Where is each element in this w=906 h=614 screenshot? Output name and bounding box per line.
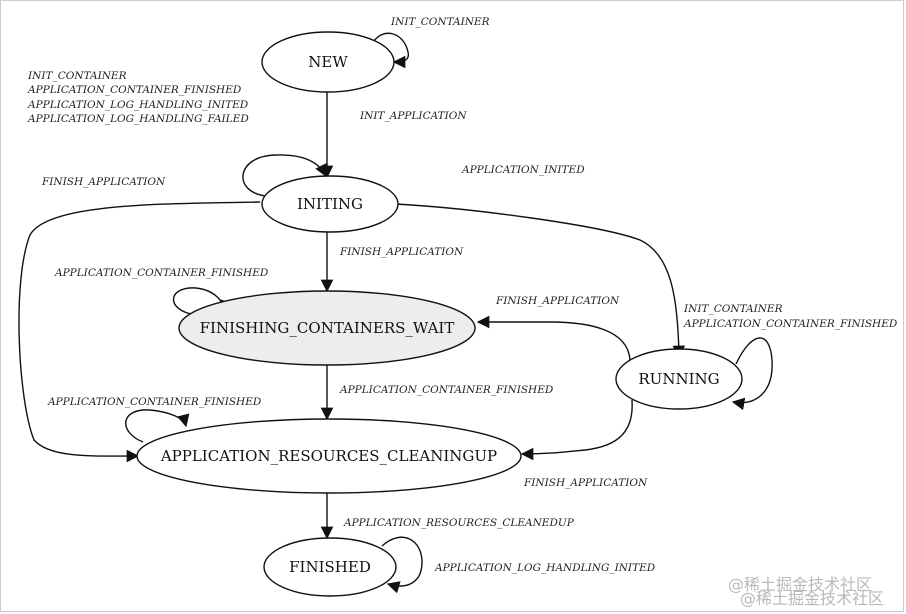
edge-finished-self <box>381 536 423 594</box>
label-initing-self-1: INIT_CONTAINER <box>27 70 127 82</box>
edge-running-to-cleanup <box>520 399 633 461</box>
label-running-to-fcw: FINISH_APPLICATION <box>495 295 620 307</box>
label-initing-to-cleanup: FINISH_APPLICATION <box>41 176 166 188</box>
label-initing-self: INIT_CONTAINER APPLICATION_CONTAINER_FIN… <box>27 70 249 125</box>
state-finished: FINISHED <box>263 537 397 597</box>
label-finished-self: APPLICATION_LOG_HANDLING_INITED <box>434 562 656 574</box>
watermark-text: @稀土掘金技术社区 <box>728 575 872 594</box>
state-running: RUNNING <box>615 348 743 410</box>
label-cleanup-self: APPLICATION_CONTAINER_FINISHED <box>47 396 262 408</box>
state-cleanup-label: APPLICATION_RESOURCES_CLEANINGUP <box>160 447 497 465</box>
state-application-resources-cleaningup: APPLICATION_RESOURCES_CLEANINGUP <box>136 418 522 494</box>
label-initing-to-fcw: FINISH_APPLICATION <box>339 246 464 258</box>
state-running-label: RUNNING <box>638 370 719 388</box>
watermark-text-shadow: @稀土掘金技术社区 <box>740 589 884 608</box>
edge-running-self <box>731 337 773 411</box>
label-new-self: INIT_CONTAINER <box>390 16 490 28</box>
label-initing-self-4: APPLICATION_LOG_HANDLING_FAILED <box>27 113 249 125</box>
label-cleanup-to-finished: APPLICATION_RESOURCES_CLEANEDUP <box>343 517 575 529</box>
label-fcw-to-cleanup: APPLICATION_CONTAINER_FINISHED <box>339 384 554 396</box>
label-running-self: INIT_CONTAINER APPLICATION_CONTAINER_FIN… <box>683 303 898 330</box>
state-new-label: NEW <box>308 53 348 71</box>
edge-initing-to-running <box>394 203 686 359</box>
label-fcw-self: APPLICATION_CONTAINER_FINISHED <box>54 267 269 279</box>
edge-running-to-fcw <box>476 315 631 361</box>
label-running-self-1: INIT_CONTAINER <box>683 303 783 315</box>
label-initing-self-3: APPLICATION_LOG_HANDLING_INITED <box>27 99 249 111</box>
label-running-self-2: APPLICATION_CONTAINER_FINISHED <box>683 318 898 330</box>
state-initing: INITING <box>261 175 399 233</box>
edge-initing-to-cleanup <box>18 201 261 463</box>
label-new-to-initing: INIT_APPLICATION <box>359 110 467 122</box>
label-initing-self-2: APPLICATION_CONTAINER_FINISHED <box>27 84 242 96</box>
edge-initing-self <box>242 154 327 197</box>
state-finished-label: FINISHED <box>289 558 371 576</box>
state-new: NEW <box>261 31 395 93</box>
state-finishing-containers-wait: FINISHING_CONTAINERS_WAIT <box>178 290 476 366</box>
label-initing-to-running: APPLICATION_INITED <box>461 164 585 176</box>
label-running-to-cleanup: FINISH_APPLICATION <box>523 477 648 489</box>
edge-cleanup-self <box>125 409 190 443</box>
state-fcw-label: FINISHING_CONTAINERS_WAIT <box>200 319 455 337</box>
state-initing-label: INITING <box>297 195 363 213</box>
edge-new-self <box>371 32 410 69</box>
